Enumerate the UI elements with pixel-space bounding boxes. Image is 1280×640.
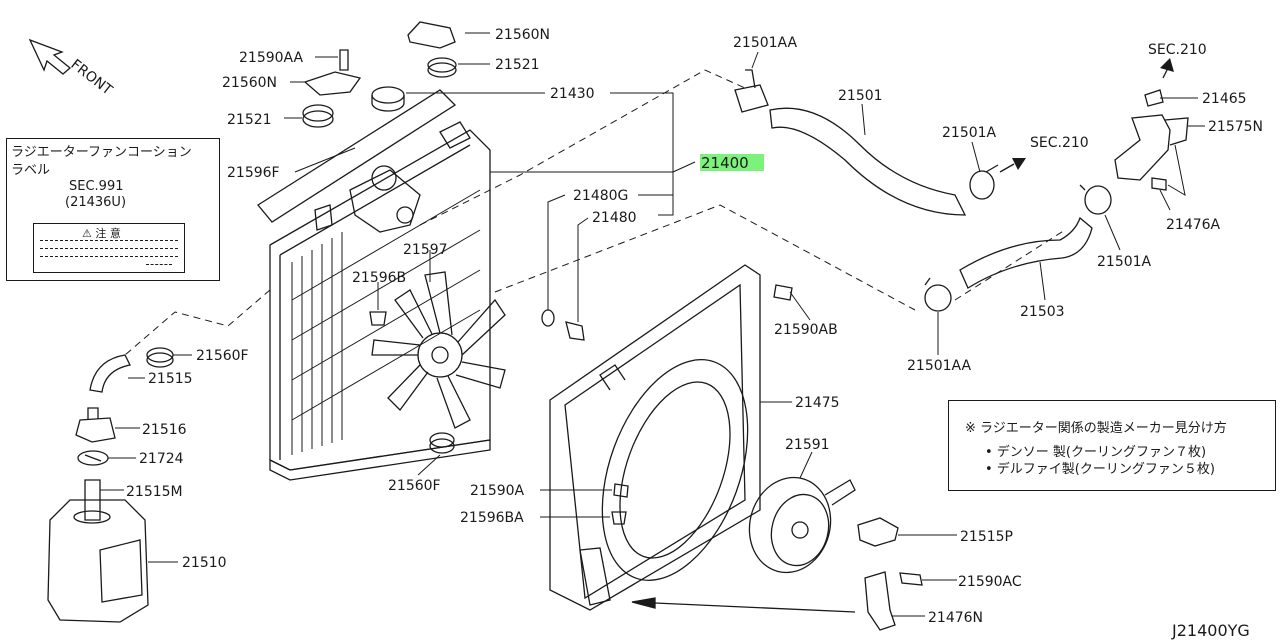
footer-code: J21400YG xyxy=(1171,621,1250,640)
lower-hose-21503 xyxy=(959,216,1093,289)
label-21560F-bottom: 21560F xyxy=(388,478,441,494)
label-21480: 21480 xyxy=(592,210,637,226)
caution-sticker: ⚠ 注 意 xyxy=(33,223,185,273)
label-21501A-mid: 21501A xyxy=(942,125,997,141)
label-21465: 21465 xyxy=(1202,91,1247,107)
label-21575N: 21575N xyxy=(1208,119,1263,135)
upper-hose-21501 xyxy=(769,107,967,216)
cooling-fan-21597 xyxy=(371,271,506,429)
radiator-assembly xyxy=(257,89,491,481)
cap-21560N-top xyxy=(407,21,456,49)
clip-21515P xyxy=(857,517,899,547)
dashed-connector-lower-hose xyxy=(124,289,271,356)
seal-21480G xyxy=(541,309,555,327)
caution-title-line1: ラジエーターファンコーション xyxy=(11,145,192,160)
clamp-21501AA-top xyxy=(734,69,769,113)
label-21475: 21475 xyxy=(795,395,840,411)
clamp-21501A-mid xyxy=(969,164,999,200)
label-21515P: 21515P xyxy=(960,529,1013,545)
fan-shroud-21475 xyxy=(549,264,761,611)
label-21430: 21430 xyxy=(550,86,595,102)
seal-21521-left xyxy=(302,104,334,128)
label-21560N-left: 21560N xyxy=(222,75,277,91)
label-21590AA: 21590AA xyxy=(239,50,304,66)
label-21510: 21510 xyxy=(182,555,227,571)
caution-label-box: ラジエーターファンコーション ラベル SEC.991 (21436U) ⚠ 注 … xyxy=(6,138,220,281)
bracket-21476N xyxy=(864,571,896,631)
drain-plug-21480 xyxy=(565,321,585,341)
label-21591: 21591 xyxy=(785,437,830,453)
label-21476N: 21476N xyxy=(928,610,983,626)
caution-part-ref: (21436U) xyxy=(65,195,127,210)
label-21515: 21515 xyxy=(148,371,193,387)
caution-sticker-heading: ⚠ 注 意 xyxy=(82,227,121,240)
label-21501A-right: 21501A xyxy=(1097,254,1152,270)
sec210-arrow-top-icon xyxy=(1160,58,1174,79)
label-21560N-top: 21560N xyxy=(495,27,550,43)
clamp-21501A-right xyxy=(1079,184,1112,215)
radiator-cap-21430 xyxy=(371,86,405,112)
label-21521-top: 21521 xyxy=(495,57,540,73)
maker-note-line2: • デルファイ製(クーリングファン５枚) xyxy=(985,462,1215,477)
leader-21476A-bracket xyxy=(1167,144,1186,196)
label-21516: 21516 xyxy=(142,422,187,438)
front-label: FRONT xyxy=(68,57,116,99)
grommet-21560F-left xyxy=(146,347,174,368)
maker-note-box: ※ ラジエーター関係の製造メーカー見分け方 • デンソー 製(クーリングファン７… xyxy=(948,400,1276,491)
label-21503: 21503 xyxy=(1020,304,1065,320)
clip-21596B xyxy=(369,311,387,326)
clamp-21501AA-bottom xyxy=(924,277,952,312)
label-21560F-left: 21560F xyxy=(196,348,249,364)
label-21476A: 21476A xyxy=(1166,217,1221,233)
label-21590AC: 21590AC xyxy=(958,574,1022,590)
caution-title-line2: ラベル xyxy=(11,163,51,178)
thermostat-housing-21575N xyxy=(1114,114,1189,181)
label-21501AA-top: 21501AA xyxy=(733,35,798,51)
fan-motor-21591 xyxy=(748,476,856,574)
label-21590AB: 21590AB xyxy=(774,322,838,338)
bolt-21590AC xyxy=(899,572,923,586)
label-21596BA: 21596BA xyxy=(460,510,524,526)
bolt-21476A xyxy=(1151,177,1167,191)
gasket-21465 xyxy=(1144,89,1164,107)
highlight-21400 xyxy=(700,154,764,171)
label-21724: 21724 xyxy=(139,451,184,467)
maker-note-line1: • デンソー 製(クーリングファン７枚) xyxy=(985,445,1207,460)
seal-21521-top xyxy=(427,57,457,78)
dashed-connector-upper-hose xyxy=(419,69,746,226)
label-sec210-top: SEC.210 xyxy=(1148,42,1207,58)
reservoir-tank-21510 xyxy=(47,479,149,623)
clip-21596BA xyxy=(611,511,627,525)
label-21501AA-bottom: 21501AA xyxy=(907,358,972,374)
caution-sec-ref: SEC.991 xyxy=(69,179,124,194)
dashed-connector-lower-hose-right xyxy=(494,204,916,311)
label-sec210-mid: SEC.210 xyxy=(1030,135,1089,151)
hose-21515 xyxy=(89,354,131,393)
maker-note-heading: ※ ラジエーター関係の製造メーカー見分け方 xyxy=(965,421,1227,436)
label-21596F: 21596F xyxy=(227,165,280,181)
dashed-connector-right xyxy=(954,229,1066,301)
label-21590A: 21590A xyxy=(470,483,525,499)
seal-21724 xyxy=(77,450,109,466)
seal-strip-21596F xyxy=(257,89,457,223)
label-21515M: 21515M xyxy=(126,484,183,500)
radiator-tank-neck xyxy=(349,169,421,233)
bolt-21590AB xyxy=(773,284,793,301)
label-21596B: 21596B xyxy=(352,270,406,286)
pointer-arrow-icon xyxy=(631,597,856,613)
bolt-21590A xyxy=(613,483,629,498)
sec210-arrow-mid-icon xyxy=(999,158,1026,173)
front-arrow-icon xyxy=(28,38,72,75)
bolt-21590AA xyxy=(339,49,349,71)
cap-21560N-left xyxy=(303,71,362,96)
label-21521-left: 21521 xyxy=(227,112,272,128)
label-21597: 21597 xyxy=(403,242,448,258)
grommet-21560F-bottom xyxy=(429,432,455,454)
cap-21516 xyxy=(75,407,116,443)
label-21480G: 21480G xyxy=(573,188,628,204)
label-21501: 21501 xyxy=(838,88,883,104)
label-21400: 21400 xyxy=(701,154,749,172)
